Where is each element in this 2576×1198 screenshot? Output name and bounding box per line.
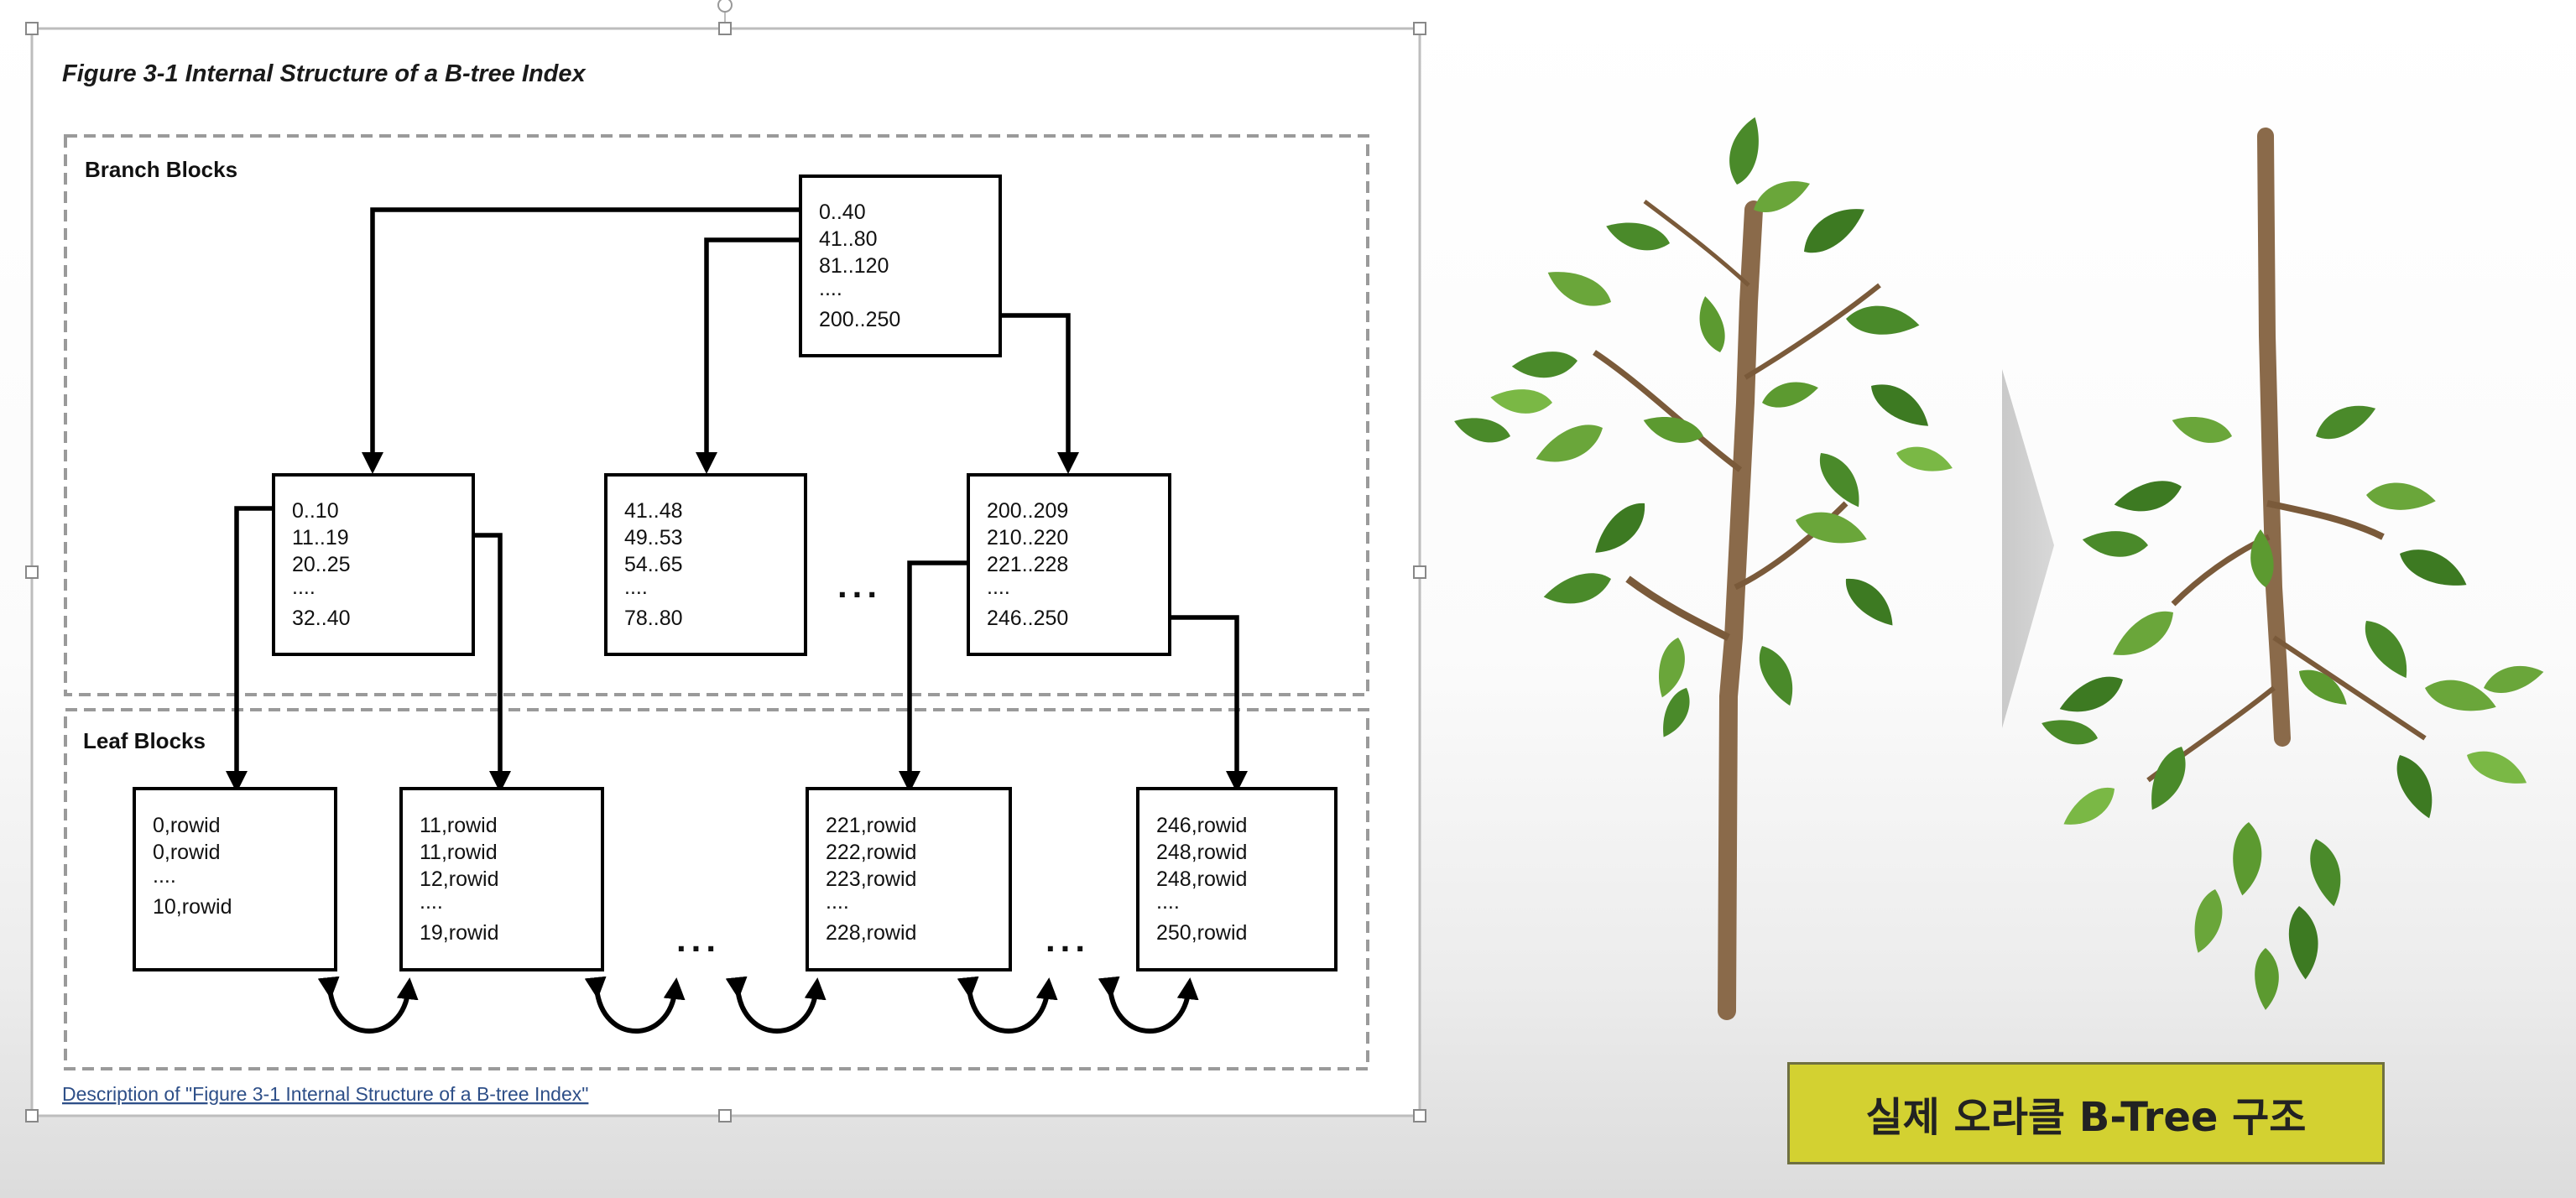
leaf-ellipsis: ... xyxy=(1046,919,1090,959)
leaf-entry: 250,rowid xyxy=(1156,921,1247,945)
branch-block-1: 0..10 11..19 20..25 .... 32..40 xyxy=(272,473,475,656)
arrow-branch-1-to-leaf-1 xyxy=(226,506,274,793)
resize-handle[interactable] xyxy=(718,22,732,35)
branch-blocks-label: Branch Blocks xyxy=(85,157,237,182)
branch-key: 41..48 xyxy=(624,499,683,523)
leaf-entry: 221,rowid xyxy=(826,814,916,837)
arrow-root-to-branch-2 xyxy=(696,237,800,474)
resize-handle[interactable] xyxy=(1413,22,1426,35)
leaf-entry: 228,rowid xyxy=(826,921,916,945)
caption-korean-text: 실제 오라클 B-Tree 구조 xyxy=(1865,1094,2307,1141)
leaf-block-2: 11,rowid 11,rowid 12,rowid .... 19,rowid xyxy=(399,787,604,971)
tree-photo-upside-down xyxy=(2038,128,2547,1011)
leaf-block-4: 246,rowid 248,rowid 248,rowid .... 250,r… xyxy=(1136,787,1338,971)
branch-key: 20..25 xyxy=(292,553,351,576)
leaf-entry: 11,rowid xyxy=(420,841,498,864)
leaf-entry: .... xyxy=(1156,890,1180,914)
branch-key: 246..250 xyxy=(987,607,1068,630)
root-block: 0..40 41..80 81..120 .... 200..250 xyxy=(799,174,1002,357)
resize-handle[interactable] xyxy=(25,22,39,35)
leaf-entry: .... xyxy=(420,890,443,914)
sibling-link-arrow xyxy=(584,976,686,1034)
caption-label-box: 실제 오라클 B-Tree 구조 xyxy=(1787,1062,2385,1164)
leaf-entry: 19,rowid xyxy=(420,921,499,945)
leaf-entry: .... xyxy=(153,864,176,888)
branch-key: 32..40 xyxy=(292,607,351,630)
branch-key: 54..65 xyxy=(624,553,683,576)
sibling-link-arrow xyxy=(957,976,1058,1034)
branch-key: 11..19 xyxy=(292,526,349,550)
resize-handle[interactable] xyxy=(25,565,39,579)
branch-block-3: 200..209 210..220 221..228 .... 246..250 xyxy=(967,473,1171,656)
arrow-branch-3-to-leaf-4 xyxy=(1170,615,1248,793)
root-key: 81..120 xyxy=(819,254,889,278)
leaf-entry: 0,rowid xyxy=(153,814,221,837)
resize-handle[interactable] xyxy=(25,1109,39,1122)
leaf-entry: 248,rowid xyxy=(1156,841,1247,864)
leaf-entry: .... xyxy=(826,890,849,914)
sibling-link-arrow xyxy=(725,976,827,1034)
root-key: .... xyxy=(819,277,842,300)
chevron-right-arrow-icon xyxy=(2002,369,2054,728)
leaf-entry: 246,rowid xyxy=(1156,814,1247,837)
branch-key: 221..228 xyxy=(987,553,1068,576)
tree-photo-upright xyxy=(1451,112,1956,1020)
resize-handle[interactable] xyxy=(1413,1109,1426,1122)
leaf-entry: 11,rowid xyxy=(420,814,498,837)
root-key: 200..250 xyxy=(819,308,900,331)
leaf-blocks-region xyxy=(64,708,1369,1070)
leaf-entry: 223,rowid xyxy=(826,867,916,891)
resize-handle[interactable] xyxy=(718,1109,732,1122)
leaf-block-3: 221,rowid 222,rowid 223,rowid .... 228,r… xyxy=(806,787,1012,971)
branch-key: 78..80 xyxy=(624,607,683,630)
leaf-blocks-label: Leaf Blocks xyxy=(83,728,206,753)
branch-key: .... xyxy=(624,576,648,599)
root-key: 0..40 xyxy=(819,201,866,224)
branch-block-2: 41..48 49..53 54..65 .... 78..80 xyxy=(604,473,807,656)
resize-handle[interactable] xyxy=(1413,565,1426,579)
branch-blocks-region xyxy=(64,134,1369,696)
branch-key: .... xyxy=(987,576,1010,599)
branch-key: 0..10 xyxy=(292,499,339,523)
branch-ellipsis: ... xyxy=(837,565,882,605)
figure-title: Figure 3-1 Internal Structure of a B-tre… xyxy=(62,60,587,87)
leaf-entry: 10,rowid xyxy=(153,895,232,919)
sibling-link-arrow xyxy=(317,976,419,1034)
leaf-block-1: 0,rowid 0,rowid .... 10,rowid xyxy=(133,787,337,971)
leaf-entry: 222,rowid xyxy=(826,841,916,864)
leaf-ellipsis: ... xyxy=(676,919,721,959)
arrow-root-to-branch-3 xyxy=(1000,313,1079,474)
arrow-branch-3-to-leaf-3 xyxy=(899,560,968,793)
arrow-branch-1-to-leaf-2 xyxy=(473,533,511,793)
branch-key: .... xyxy=(292,576,315,599)
leaf-entry: 12,rowid xyxy=(420,867,499,891)
leaf-entry: 0,rowid xyxy=(153,841,221,864)
branch-key: 200..209 xyxy=(987,499,1068,523)
sibling-link-arrow xyxy=(1098,976,1199,1034)
arrow-root-to-branch-1 xyxy=(362,207,800,474)
leaf-entry: 248,rowid xyxy=(1156,867,1247,891)
root-key: 41..80 xyxy=(819,227,878,251)
branch-key: 49..53 xyxy=(624,526,683,550)
connector-arrows xyxy=(226,207,1248,793)
rotate-handle[interactable] xyxy=(717,0,733,13)
sibling-links xyxy=(317,976,1199,1034)
branch-key: 210..220 xyxy=(987,526,1068,550)
figure-description-link[interactable]: Description of "Figure 3-1 Internal Stru… xyxy=(62,1083,588,1105)
